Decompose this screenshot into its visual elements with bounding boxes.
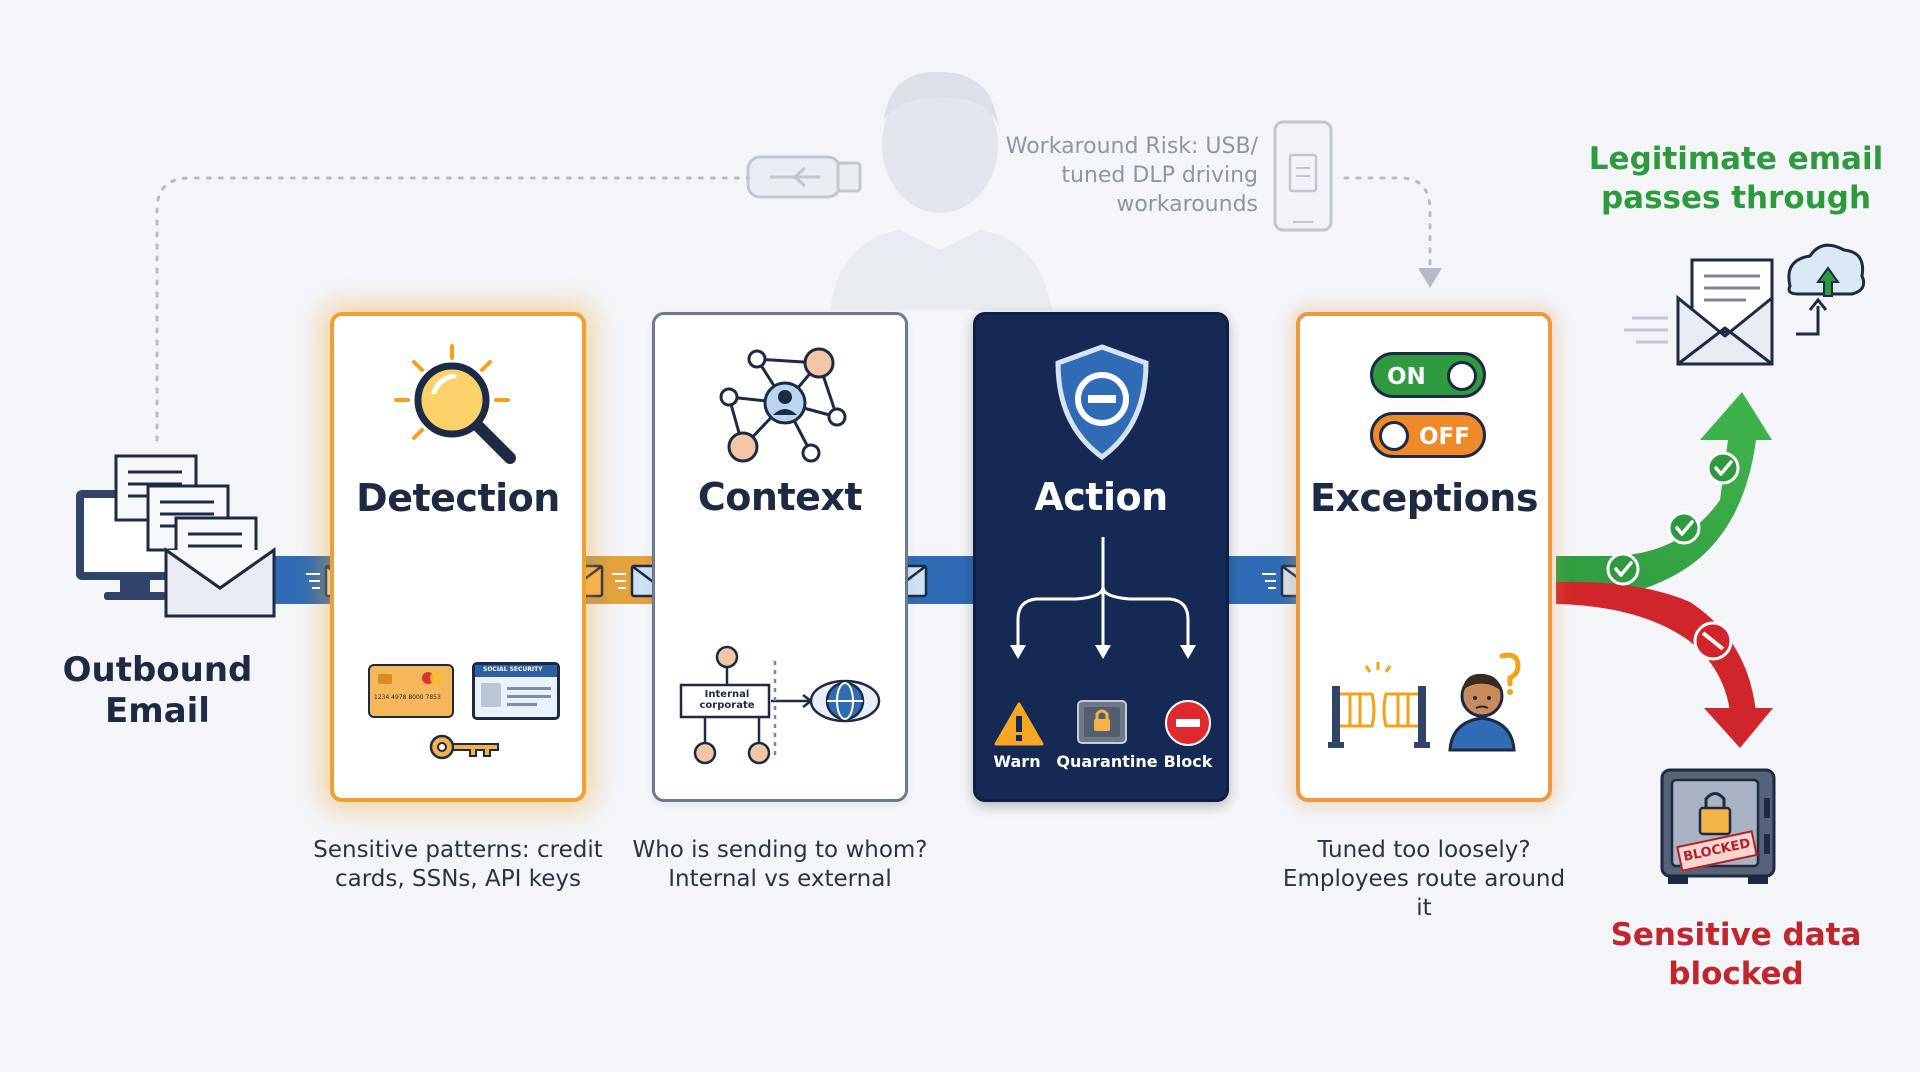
pass-outcome-label: Legitimate email passes through (1588, 141, 1884, 216)
on-toggle[interactable]: ON (1370, 352, 1486, 398)
workaround-risk-text: Workaround Risk: USB/ tuned DLP driving … (1005, 134, 1258, 217)
outbound-email-label: Outbound Email (62, 650, 253, 731)
off-toggle-label: OFF (1419, 424, 1470, 450)
off-toggle[interactable]: OFF (1370, 412, 1486, 458)
cloud-icon (1787, 243, 1866, 336)
exceptions-card: ON OFF Exceptions (1296, 312, 1552, 802)
exceptions-title: Exceptions (1310, 476, 1538, 520)
outbound-email-icon (76, 454, 276, 618)
gate-icon (1328, 662, 1430, 748)
block-arrow-head (1704, 708, 1773, 748)
stop-icon (1165, 700, 1211, 746)
exceptions-caption: Tuned too loosely? Employees route aroun… (1282, 837, 1566, 921)
action-warn-label: Warn (993, 752, 1041, 771)
warning-icon (994, 702, 1044, 746)
network-icon (719, 347, 847, 463)
action-title: Action (1034, 475, 1168, 519)
org-chart-icon (679, 645, 881, 765)
ssn-card-icon: SOCIAL SECURITY (472, 662, 560, 720)
globe-icon (809, 679, 881, 723)
off-toggle-knob (1379, 421, 1409, 451)
person-icon (830, 71, 1052, 310)
quarantine-safe-icon (1077, 700, 1127, 744)
on-toggle-knob (1447, 361, 1477, 391)
detection-title: Detection (356, 476, 560, 520)
detection-caption: Sensitive patterns: credit cards, SSNs, … (313, 837, 603, 892)
workaround-path-left (155, 176, 752, 442)
on-toggle-label: ON (1387, 364, 1426, 390)
safe-icon: BLOCKED (1660, 768, 1776, 888)
action-branch-lines (1010, 537, 1196, 659)
pass-email-icon (1624, 243, 1866, 366)
action-block-label: Block (1163, 752, 1213, 771)
internal-corporate-label: Internal corporate (699, 689, 755, 711)
shield-icon (1055, 344, 1149, 461)
detection-card: Detection 1234 4978 8000 7853 SOCIAL SEC… (330, 312, 586, 802)
phone-icon (1273, 120, 1333, 232)
magnifier-icon (394, 344, 516, 464)
context-card: Context Internal corporate (652, 312, 908, 802)
context-title: Context (697, 475, 863, 519)
blocked-outcome-label: Sensitive data blocked (1610, 917, 1862, 992)
pass-arrow-head (1700, 392, 1772, 440)
key-icon (429, 734, 499, 760)
action-quarantine-label: Quarantine (1056, 752, 1158, 771)
credit-card-icon: 1234 4978 8000 7853 (368, 664, 454, 718)
confused-person-icon (1448, 652, 1521, 752)
card-number: 1234 4978 8000 7853 (374, 694, 441, 701)
stop-icon (1693, 621, 1733, 661)
context-caption: Who is sending to whom? Internal vs exte… (632, 837, 928, 892)
action-card: Action (973, 312, 1229, 802)
usb-icon (746, 155, 862, 199)
ssn-label: SOCIAL SECURITY (483, 666, 543, 673)
